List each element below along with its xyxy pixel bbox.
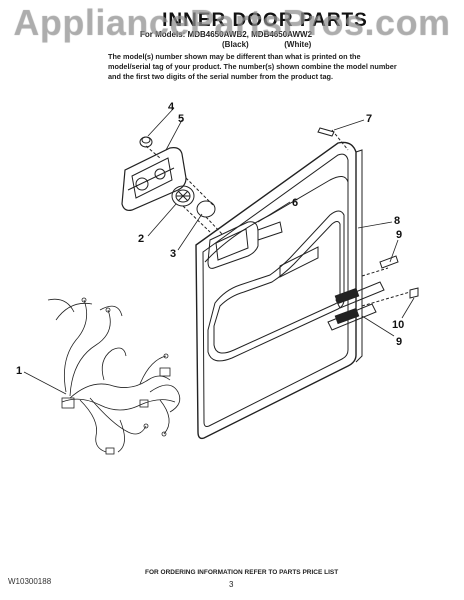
inner-door-panel [195, 141, 357, 440]
variant-black: (Black) [222, 40, 249, 49]
model-note: The model(s) number shown may be differe… [108, 52, 397, 81]
callout-10: 10 [392, 319, 404, 331]
callout-9-upper: 9 [396, 229, 402, 241]
leader-10 [401, 297, 415, 319]
vent-housing-tab [257, 221, 283, 241]
callout-1: 1 [16, 365, 22, 377]
leader-1 [23, 371, 67, 395]
callout-9-lower: 9 [396, 336, 402, 348]
screw-top [317, 127, 335, 137]
dispenser-cup-b [154, 168, 166, 180]
callout-5: 5 [178, 113, 184, 125]
leader-2 [147, 203, 177, 237]
callout-4: 4 [168, 101, 175, 113]
callout-6: 6 [292, 197, 298, 209]
door-slot [279, 246, 319, 278]
color-variants: (Black) (White) [222, 40, 344, 49]
document-number: W10300188 [8, 577, 52, 586]
hinge-strip-lower [334, 307, 360, 325]
door-upper-ridge [204, 176, 349, 263]
models-line: For Models: MDB4650AWB2, MDB4650AWW2 [140, 30, 313, 39]
callout-7: 7 [366, 113, 372, 125]
ordering-info: FOR ORDERING INFORMATION REFER TO PARTS … [145, 569, 339, 576]
leader-9b [361, 315, 395, 337]
leader-9a [389, 239, 399, 263]
callout-8: 8 [394, 215, 400, 227]
door-recess-outline [207, 210, 345, 362]
hinge-bracket-upper [335, 281, 385, 309]
door-recess-inner [213, 221, 341, 354]
variant-white: (White) [284, 40, 312, 49]
inner-door-inner-edge [202, 153, 349, 427]
wiring-harness [47, 297, 181, 455]
callout-2: 2 [138, 233, 144, 245]
dispenser-cup-a [135, 177, 149, 191]
clip [379, 255, 399, 269]
fastener [409, 287, 419, 299]
leader-6 [257, 201, 291, 223]
page-title: INNER DOOR PARTS [162, 10, 368, 31]
dispenser-lid-line [127, 167, 175, 191]
dispenser-inner [131, 157, 173, 199]
vent-housing [207, 221, 259, 269]
dispenser-cap-top [141, 136, 151, 144]
dispenser-body [121, 147, 187, 211]
leader-4 [147, 107, 175, 137]
gasket-ring [196, 200, 216, 218]
leader-8 [357, 221, 393, 229]
hinge-bracket-lower [327, 303, 377, 331]
page-number: 3 [229, 580, 234, 589]
hinge-strip-upper [334, 287, 360, 305]
leader-7 [333, 119, 365, 131]
leader-3 [177, 213, 203, 251]
door-right-edge [355, 149, 363, 363]
callout-3: 3 [170, 248, 176, 260]
leader-5 [165, 119, 183, 151]
vent-housing-inner [215, 228, 249, 261]
watermark-text: AppliancePartsPros.com [13, 2, 451, 43]
